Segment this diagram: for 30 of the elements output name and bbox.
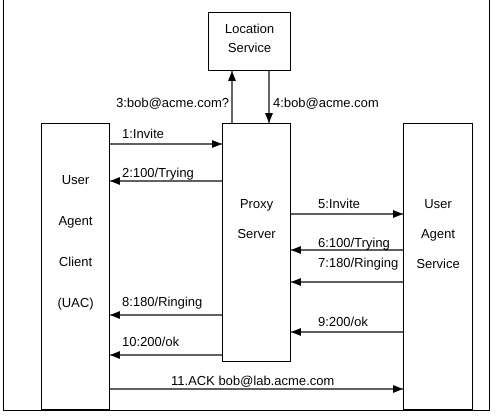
message-label: 8:180/Ringing: [122, 294, 202, 310]
arrow: [291, 210, 403, 218]
component-box: [222, 123, 291, 362]
arrow: [110, 311, 222, 319]
arrow: [265, 71, 273, 123]
message-label: 3:bob@acme.com?: [116, 95, 229, 111]
arrow: [291, 328, 403, 336]
message-label: 2:100/Trying: [122, 165, 194, 181]
message-label: 4:bob@acme.com: [273, 95, 379, 111]
component-label: User Agent Service: [416, 195, 460, 273]
arrow: [110, 177, 222, 185]
component-box: [208, 12, 291, 71]
message-label: 11.ACK bob@lab.acme.com: [171, 373, 334, 389]
message-label: 5:Invite: [318, 196, 360, 212]
message-label: 10:200/ok: [122, 334, 180, 350]
message-label: 1:Invite: [122, 126, 164, 142]
arrow: [291, 246, 403, 254]
component-box: [41, 123, 110, 410]
component-label: Proxy Server: [237, 195, 276, 243]
component-label: User Agent Client (UAC): [57, 171, 94, 312]
arrow: [110, 140, 222, 148]
message-label: 9:200/ok: [318, 314, 368, 330]
component-label: Location Service: [224, 20, 274, 57]
arrow: [228, 71, 236, 123]
message-label: 7:180/Ringing: [318, 255, 398, 271]
arrow: [110, 351, 222, 359]
arrow: [110, 385, 403, 393]
arrow: [291, 278, 403, 286]
component-box: [403, 123, 473, 410]
message-label: 6:100/Trying: [318, 235, 390, 251]
